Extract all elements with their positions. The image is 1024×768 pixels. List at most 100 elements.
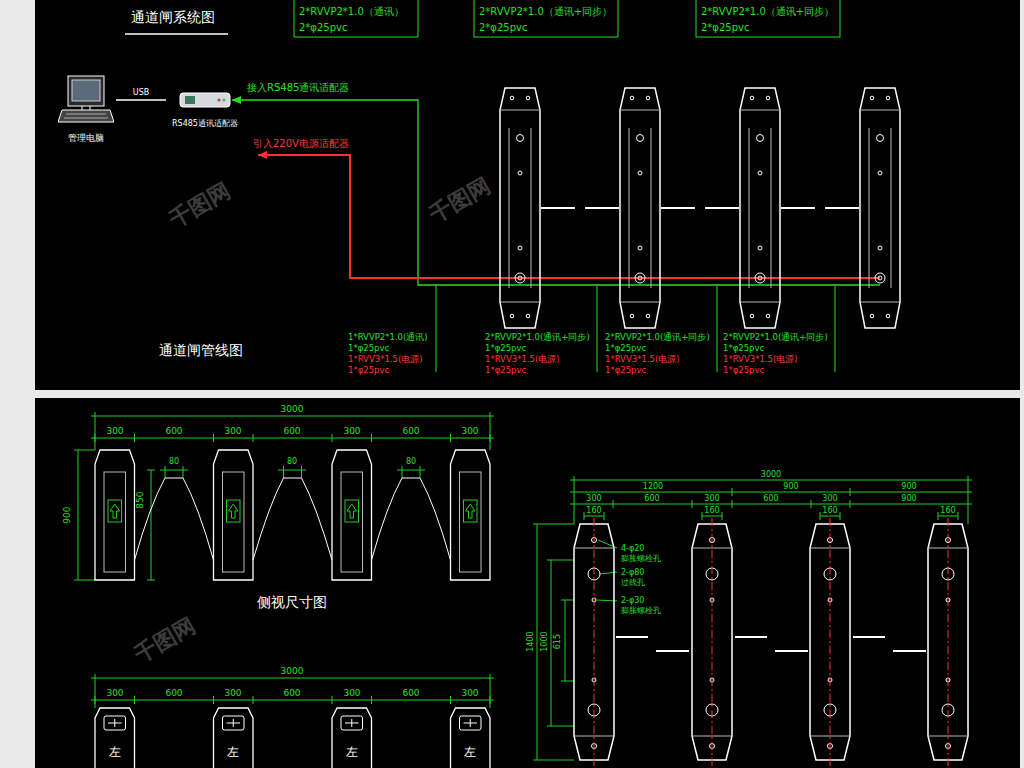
dimension: 3000 xyxy=(760,470,782,479)
cable-box xyxy=(294,0,418,37)
top-panel xyxy=(35,0,1020,390)
dimension-lines xyxy=(160,466,425,478)
dimension-lines xyxy=(584,512,958,520)
device-icon xyxy=(58,76,114,122)
direction-mark: 左 xyxy=(345,746,359,760)
bottom-panel xyxy=(574,518,614,766)
dimension: 615 xyxy=(553,633,562,650)
device-label: RS485通讯适配器 xyxy=(171,119,239,129)
dimension: 300 xyxy=(460,426,479,436)
dimension: 600 xyxy=(164,688,183,698)
top-panel xyxy=(125,33,228,35)
cable-spec: 1*φ25pvc xyxy=(347,366,390,376)
dimension-lines xyxy=(533,524,574,760)
dimension: 300 xyxy=(223,688,242,698)
bottom-panel xyxy=(810,518,850,766)
dimension: 300 xyxy=(223,426,242,436)
bottom-panel xyxy=(35,398,1020,768)
dimension: 300 xyxy=(703,494,720,503)
dimension: 600 xyxy=(164,426,183,436)
dimension: 3000 xyxy=(280,404,305,414)
top-panel xyxy=(860,88,900,328)
device-label-row: RS485通讯适配器 xyxy=(166,111,244,130)
hole-note: 膨胀螺栓孔 xyxy=(620,554,662,563)
cable-spec: 1*RVV3*1.5(电源) xyxy=(604,355,681,365)
leader-line xyxy=(436,285,835,372)
bottom-panel xyxy=(928,518,968,766)
gate-wing xyxy=(135,478,451,560)
gate-wing xyxy=(253,478,332,560)
dimension: 850 xyxy=(136,490,146,509)
device-icon xyxy=(58,74,114,126)
hole-note: 过线孔 xyxy=(620,578,646,587)
hole-note: 2-φ80 xyxy=(620,568,645,577)
edge-label: USB xyxy=(132,88,150,97)
bottom-panel xyxy=(214,708,254,768)
dimension-lines xyxy=(561,600,574,681)
cable-spec: 1*φ25pvc xyxy=(484,366,527,376)
view-title: 通道闸管线图 xyxy=(158,342,244,358)
dimension: 300 xyxy=(105,688,124,698)
cable-spec: 1*RVVP2*1.0(通讯) xyxy=(347,333,429,343)
dimension: 900 xyxy=(900,494,917,503)
cable-spec: 2*RVVP2*1.0(通讯+同步) xyxy=(604,333,711,343)
top-panel xyxy=(35,0,1020,390)
dimension: 160 xyxy=(821,506,838,515)
cable-box xyxy=(294,0,840,37)
dimension: 300 xyxy=(342,688,361,698)
bottom-panel xyxy=(451,708,491,768)
cable-spec: 2*RVVP2*1.0（通讯） xyxy=(298,6,405,18)
dimension: 900 xyxy=(63,505,73,524)
cable-spec: 2*φ25pvc xyxy=(700,22,750,34)
wiring-note: 接入RS485通讯适配器 xyxy=(246,82,350,94)
cable-box xyxy=(696,0,840,37)
device-label: 管理电脑 xyxy=(67,133,105,144)
cable-spec: 1*RVV3*1.5(电源) xyxy=(484,355,561,365)
dimension: 1200 xyxy=(642,482,664,491)
dimension-lines xyxy=(570,476,972,524)
gate-wing xyxy=(372,478,451,560)
dimension: 80 xyxy=(286,457,298,466)
gate-wing xyxy=(135,478,214,560)
dimension: 900 xyxy=(782,482,799,491)
device-icon xyxy=(179,89,231,111)
dimension: 300 xyxy=(105,426,124,436)
diagram-title: 通道闸系统图 xyxy=(130,9,216,25)
gate-arm xyxy=(616,637,926,651)
bottom-panel xyxy=(332,708,372,768)
top-panel xyxy=(500,88,540,328)
top-panel xyxy=(620,88,660,328)
cable-spec: 1*RVV3*1.5(电源) xyxy=(347,355,424,365)
dimension: 600 xyxy=(401,688,420,698)
direction-mark: 左 xyxy=(226,746,240,760)
dimension: 80 xyxy=(168,457,180,466)
comm-cable xyxy=(232,100,880,285)
cable-spec: 1*φ25pvc xyxy=(722,366,765,376)
dimension: 600 xyxy=(762,494,779,503)
dimension: 1400 xyxy=(525,631,534,653)
bottom-panel xyxy=(692,518,732,766)
bottom-panel xyxy=(95,708,135,768)
dimension-lines xyxy=(547,560,574,726)
dimension: 80 xyxy=(405,457,417,466)
cable-spec: 2*RVVP2*1.0（通讯+同步） xyxy=(478,6,613,18)
dimension: 300 xyxy=(460,688,479,698)
cable-spec: 2*RVVP2*1.0(通讯+同步) xyxy=(722,333,829,343)
bottom-panel xyxy=(332,450,372,580)
dimension: 600 xyxy=(401,426,420,436)
dimension: 600 xyxy=(643,494,660,503)
dimension-lines xyxy=(91,412,494,450)
cable-spec: 2*RVVP2*1.0（通讯+同步） xyxy=(700,6,835,18)
direction-mark: 左 xyxy=(463,746,477,760)
cable-spec: 1*φ25pvc xyxy=(484,344,527,354)
cable-spec: 2*RVVP2*1.0(通讯+同步) xyxy=(484,333,591,343)
usb-cable xyxy=(116,99,166,100)
dimension: 160 xyxy=(703,506,720,515)
dimension-lines xyxy=(74,450,155,580)
cable-spec: 1*φ25pvc xyxy=(604,366,647,376)
cable-spec: 1*RVV3*1.5(电源) xyxy=(722,355,799,365)
hole-note: 2-φ30 xyxy=(620,596,645,605)
dimension: 900 xyxy=(900,482,917,491)
device-label-row: 管理电脑 xyxy=(56,126,116,145)
direction-mark: 左 xyxy=(108,746,122,760)
